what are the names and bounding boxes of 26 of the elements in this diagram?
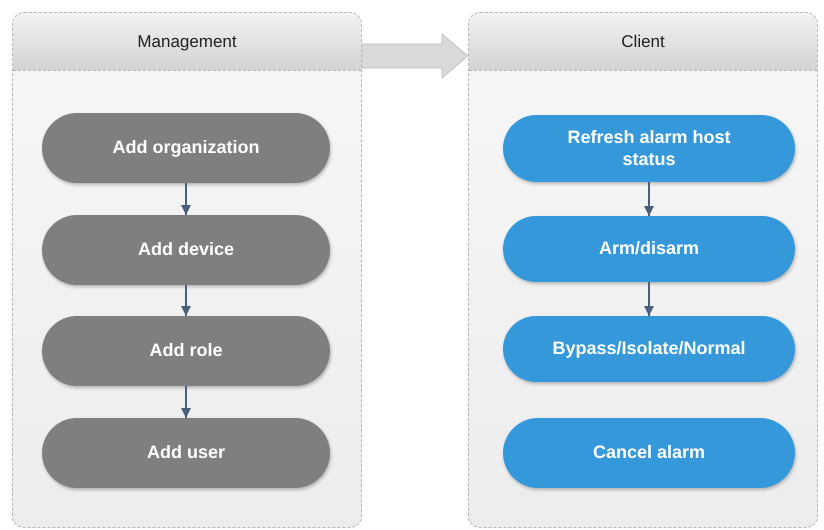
step-label: Arm/disarm: [598, 238, 700, 260]
step-label: Refresh alarm host status: [566, 126, 732, 170]
process-pill: [503, 418, 795, 488]
group-panel: [468, 12, 818, 528]
process-pill: [42, 418, 330, 488]
step-label: Add organization: [112, 137, 260, 159]
process-pill: [42, 316, 330, 386]
step-label: Add role: [149, 340, 222, 362]
group-panel: [12, 12, 362, 528]
process-pill: [503, 115, 795, 182]
process-pill: [503, 216, 795, 282]
step-label: Add device: [138, 239, 234, 261]
process-pill: [503, 316, 795, 382]
arrow: [644, 282, 654, 316]
arrow: [181, 285, 191, 316]
arrow: [644, 182, 654, 216]
process-pill: [42, 113, 330, 183]
arrow: [181, 183, 191, 215]
step-label: Bypass/Isolate/Normal: [552, 338, 746, 360]
panel-title: Client: [621, 32, 665, 52]
step-label: Add user: [146, 442, 225, 464]
block-arrow: [362, 32, 469, 80]
step-label: Cancel alarm: [592, 442, 706, 464]
arrow: [181, 386, 191, 418]
process-pill: [42, 215, 330, 285]
panel-title: Management: [137, 32, 237, 52]
